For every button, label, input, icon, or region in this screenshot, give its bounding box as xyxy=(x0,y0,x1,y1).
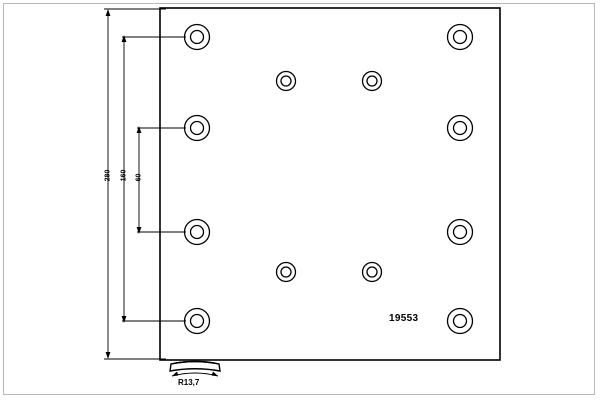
rivet-hole-group-middle xyxy=(275,70,383,283)
rivet-hole-right-3 xyxy=(446,218,474,246)
rivet-hole-mid-top-right xyxy=(361,70,383,92)
dimension-label-overall-height: 280 xyxy=(104,169,112,182)
lining-thickness-section xyxy=(169,360,221,372)
witness-lines xyxy=(104,8,166,360)
rivet-hole-mid-bottom-right xyxy=(361,261,383,283)
rivet-hole-group-left xyxy=(183,23,211,335)
dimension-line-160 xyxy=(121,35,186,323)
dimension-label-hole-span-outer: 160 xyxy=(120,169,128,182)
rivet-hole-left-1 xyxy=(183,23,211,51)
rivet-hole-right-1 xyxy=(446,23,474,51)
part-number-label: 19553 xyxy=(389,313,419,324)
rivet-hole-mid-bottom-left xyxy=(275,261,297,283)
lining-plate-outline xyxy=(159,7,501,361)
rivet-hole-right-4 xyxy=(446,307,474,335)
dimension-line-280 xyxy=(105,9,111,359)
part-number-box xyxy=(386,311,436,329)
page-border xyxy=(3,3,595,395)
rivet-hole-left-3 xyxy=(183,218,211,246)
dimension-line-60 xyxy=(136,126,186,234)
rivet-hole-left-4 xyxy=(183,307,211,335)
dimension-label-hole-span-inner: 60 xyxy=(135,173,143,182)
rivet-hole-right-2 xyxy=(446,114,474,142)
rivet-hole-mid-top-left xyxy=(275,70,297,92)
rivet-hole-left-2 xyxy=(183,114,211,142)
thickness-dimension-arc xyxy=(171,371,219,377)
thickness-dimension-label: R13,7 xyxy=(178,378,200,387)
rivet-hole-group-right xyxy=(446,23,474,335)
